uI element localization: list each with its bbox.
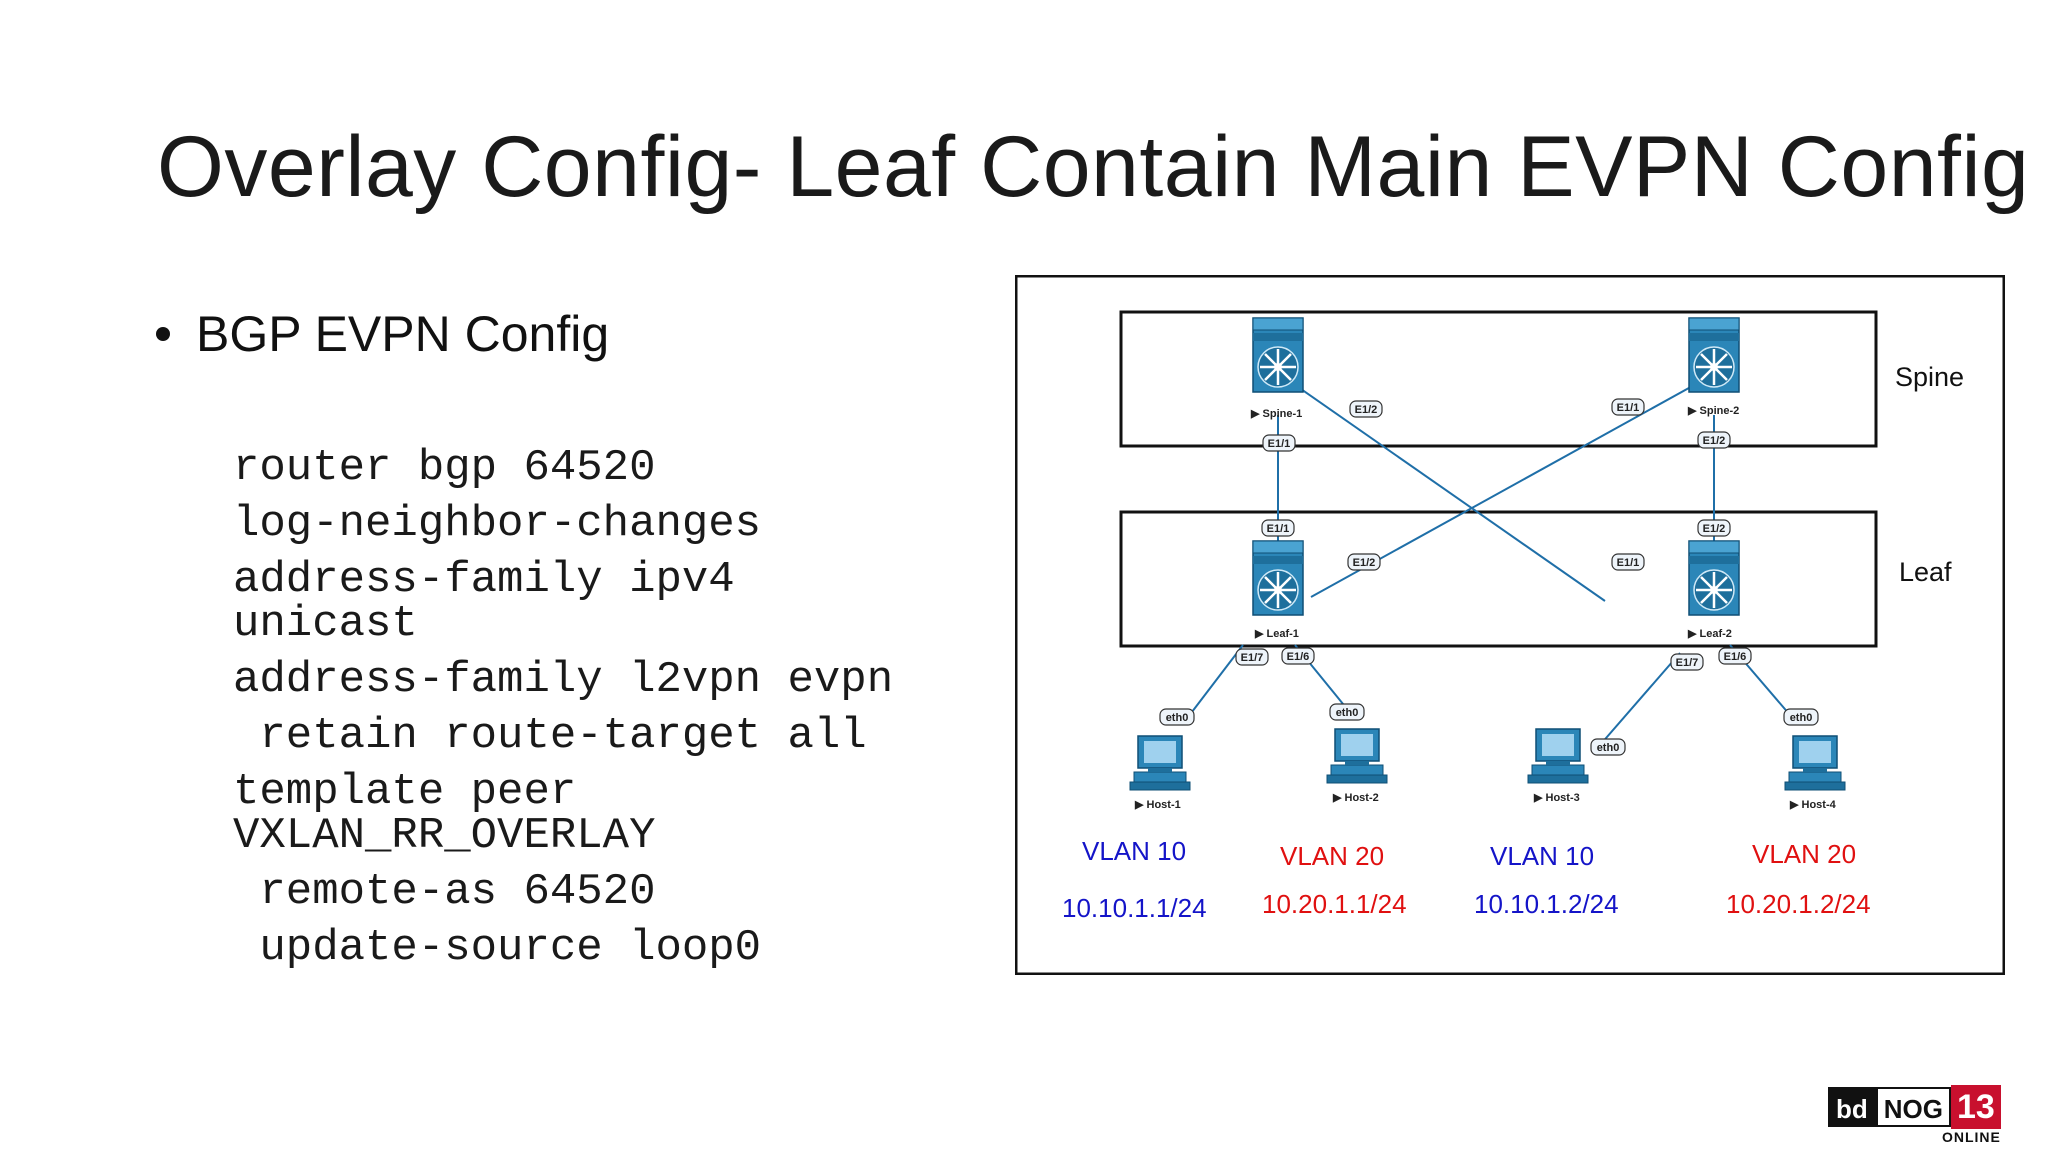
svg-text:E1/1: E1/1	[1268, 438, 1291, 450]
svg-text:E1/1: E1/1	[1267, 523, 1290, 535]
code-line: retain route-target all	[233, 711, 867, 761]
bullet-dot	[156, 326, 170, 341]
leaf-layer-label: Leaf	[1899, 557, 1952, 587]
code-line: remote-as 64520	[233, 867, 656, 917]
code-line: update-source loop0	[233, 923, 762, 973]
host-1-vlan: VLAN 10	[1082, 836, 1186, 866]
port-badge: E1/2	[1347, 553, 1381, 571]
host-4-label: ▶ Host-4	[1789, 799, 1837, 811]
port-badge: eth0	[1159, 708, 1195, 726]
code-line: router bgp 64520	[233, 443, 656, 493]
svg-text:eth0: eth0	[1166, 712, 1189, 724]
svg-text:E1/6: E1/6	[1287, 651, 1310, 663]
code-line: log-neighbor-changes	[233, 499, 762, 549]
code-line: template peer	[233, 767, 577, 817]
leaf-1-switch-icon	[1251, 539, 1305, 617]
leaf-2-switch-icon	[1687, 539, 1741, 617]
spine-layer-label: Spine	[1895, 362, 1964, 392]
diagram-frame	[1015, 275, 2005, 975]
spine-1-label: ▶ Spine-1	[1250, 408, 1302, 420]
port-badge: eth0	[1590, 738, 1626, 756]
port-badge: E1/6	[1718, 647, 1752, 665]
port-badge: E1/2	[1697, 431, 1731, 449]
spine-1-switch-icon	[1251, 316, 1305, 394]
port-badge: E1/7	[1235, 648, 1269, 666]
spine-layer-box	[1119, 310, 1878, 448]
host-4-vlan: VLAN 20	[1752, 839, 1856, 869]
svg-text:eth0: eth0	[1597, 742, 1620, 754]
port-badge: E1/2	[1697, 519, 1731, 537]
svg-text:E1/7: E1/7	[1676, 657, 1699, 669]
svg-text:E1/6: E1/6	[1724, 651, 1747, 663]
code-line: address-family l2vpn evpn	[233, 655, 894, 705]
port-badge: E1/1	[1611, 553, 1645, 571]
bdnog-logo: bd NOG 13 ONLINE	[1828, 1085, 2001, 1145]
host-3-vlan: VLAN 10	[1490, 841, 1594, 871]
port-badge: E1/7	[1670, 653, 1704, 671]
port-badge: eth0	[1329, 703, 1365, 721]
svg-text:E1/2: E1/2	[1355, 404, 1378, 416]
link-leaf2-host3	[1599, 652, 1681, 746]
host-4-ip: 10.20.1.2/24	[1726, 889, 1871, 919]
spine-2-label: ▶ Spine-2	[1687, 405, 1739, 417]
host-1-ip: 10.10.1.1/24	[1062, 893, 1207, 923]
code-line: unicast	[233, 599, 418, 649]
spine-2-switch-icon	[1687, 316, 1741, 394]
code-line: address-family ipv4	[233, 555, 735, 605]
port-badge: E1/1	[1261, 519, 1295, 537]
leaf-1-label: ▶ Leaf-1	[1254, 628, 1299, 640]
host-4-computer-icon	[1784, 735, 1846, 791]
leaf-layer-box	[1119, 510, 1878, 648]
svg-text:E1/2: E1/2	[1703, 435, 1726, 447]
bullet-text: BGP EVPN Config	[196, 306, 610, 362]
logo-online: ONLINE	[1941, 1129, 2001, 1145]
svg-text:E1/2: E1/2	[1353, 557, 1376, 569]
port-badge: E1/2	[1349, 400, 1383, 418]
svg-text:E1/1: E1/1	[1617, 557, 1640, 569]
svg-text:eth0: eth0	[1790, 712, 1813, 724]
bullet-item: BGP EVPN Config	[156, 305, 609, 363]
leaf-2-label: ▶ Leaf-2	[1687, 628, 1732, 640]
port-badge: E1/1	[1611, 398, 1645, 416]
host-1-label: ▶ Host-1	[1134, 799, 1181, 811]
network-diagram: Spine Leaf ▶ Spine-1 ▶ Spine-2 ▶ Leaf-1 …	[1015, 275, 2005, 975]
host-2-vlan: VLAN 20	[1280, 841, 1384, 871]
host-3-label: ▶ Host-3	[1533, 792, 1580, 804]
host-1-computer-icon	[1129, 735, 1191, 791]
svg-text:E1/2: E1/2	[1703, 523, 1726, 535]
svg-text:E1/7: E1/7	[1241, 652, 1264, 664]
port-badge: eth0	[1783, 708, 1819, 726]
logo-nog: NOG	[1875, 1087, 1951, 1127]
host-2-ip: 10.20.1.1/24	[1262, 889, 1407, 919]
logo-bd: bd	[1828, 1087, 1876, 1127]
host-2-computer-icon	[1326, 728, 1388, 784]
svg-text:E1/1: E1/1	[1617, 402, 1640, 414]
svg-text:eth0: eth0	[1336, 707, 1359, 719]
code-block: router bgp 64520 log-neighbor-changes ad…	[233, 446, 893, 982]
link-spine1-leaf2	[1277, 372, 1606, 602]
host-2-label: ▶ Host-2	[1332, 792, 1379, 804]
host-3-ip: 10.10.1.2/24	[1474, 889, 1619, 919]
code-line: VXLAN_RR_OVERLAY	[233, 811, 656, 861]
slide-title: Overlay Config- Leaf Contain Main EVPN C…	[157, 119, 2030, 215]
port-badge: E1/1	[1262, 434, 1296, 452]
logo-number: 13	[1951, 1085, 2001, 1129]
port-badge: E1/6	[1281, 647, 1315, 665]
host-3-computer-icon	[1527, 728, 1589, 784]
